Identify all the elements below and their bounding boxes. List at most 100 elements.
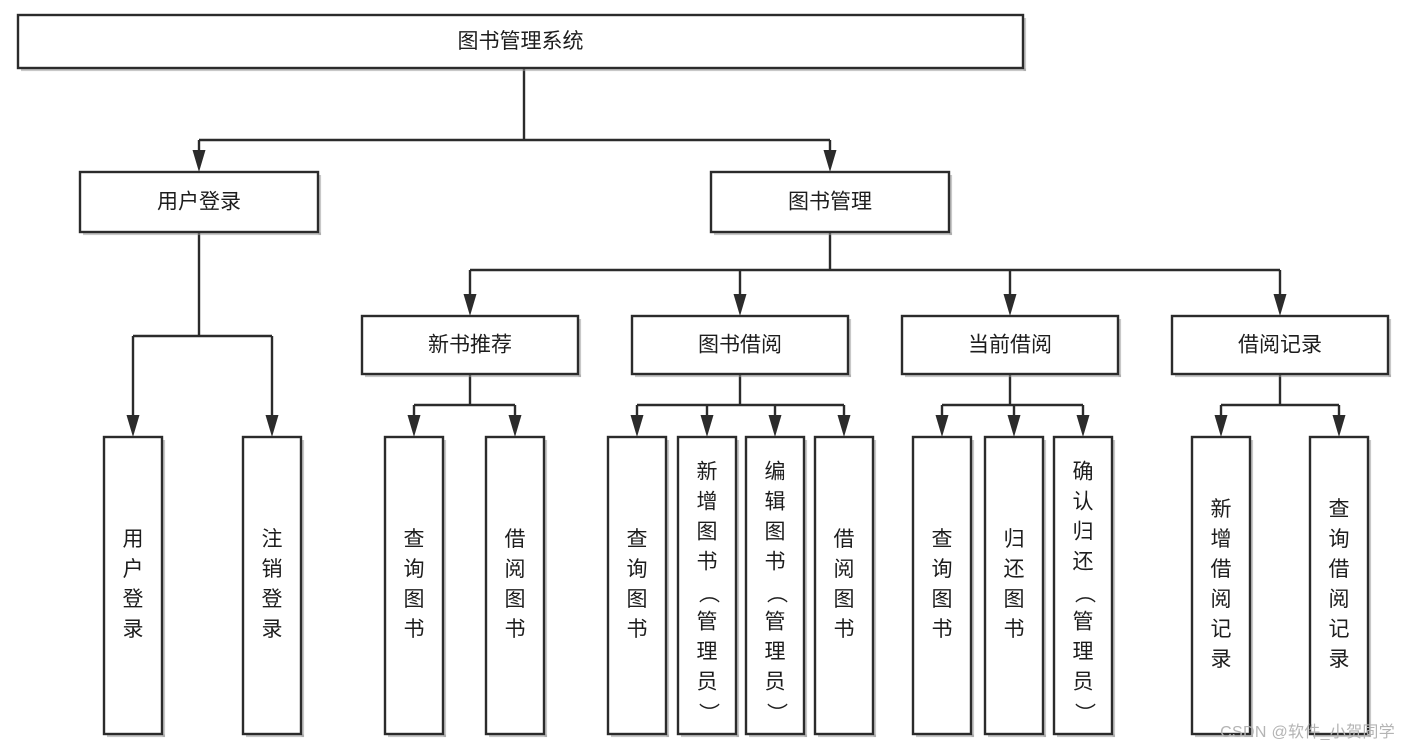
node-label-char: ） (764, 703, 787, 724)
node-label-char: 查 (1329, 498, 1350, 521)
node-label-char: 注 (262, 528, 283, 551)
arrow-head-icon (1007, 415, 1021, 437)
node-label-char: 户 (123, 558, 144, 581)
node-rect[interactable] (813, 435, 875, 736)
node-label-char: 员 (765, 671, 786, 694)
node-label-char: 记 (1211, 618, 1232, 641)
node-label-char: 阅 (1211, 588, 1232, 611)
node-label-char: 图 (932, 588, 953, 611)
node-label-char: 新 (1211, 498, 1232, 521)
node-label-char: 辑 (765, 491, 786, 514)
node-label-char: 询 (932, 558, 953, 581)
connector-newbook-to-leaves (407, 374, 522, 437)
arrow-head-icon (1214, 415, 1228, 437)
node-shadow (988, 734, 1046, 738)
node-label-char: 理 (765, 641, 786, 664)
node-label-char: 书 (932, 618, 953, 641)
connector-bookmgmt-to-level3 (463, 232, 1287, 316)
csdn-watermark: CSDN @软件_小贺同学 (1220, 724, 1395, 741)
node-rect[interactable] (744, 435, 806, 736)
arrow-head-icon (265, 415, 279, 437)
node-label-char: 书 (1004, 618, 1025, 641)
node-shadow (1057, 734, 1115, 738)
node-shadow (635, 374, 851, 378)
node-rect[interactable] (630, 314, 850, 376)
node-label-char: 管 (1073, 611, 1094, 634)
arrow-head-icon (700, 415, 714, 437)
node-label-char: 阅 (1329, 588, 1350, 611)
node-login[interactable]: 用户登录 (78, 170, 322, 236)
node-rect[interactable] (78, 170, 320, 234)
node-shadow (916, 734, 974, 738)
node-shadow (818, 734, 876, 738)
node-shadow (1118, 319, 1122, 377)
node-shadow (489, 734, 547, 738)
node-label-char: 录 (1211, 648, 1232, 671)
node-label-char: 登 (123, 588, 144, 611)
node-rect[interactable] (241, 435, 303, 736)
node-label-char: 图 (404, 588, 425, 611)
arrow-head-icon (935, 415, 949, 437)
node-rect[interactable] (16, 13, 1025, 70)
node-rect[interactable] (983, 435, 1045, 736)
node-rect[interactable] (606, 435, 668, 736)
node-label-char: 员 (697, 671, 718, 694)
node-label-char: 询 (1329, 528, 1350, 551)
node-rect[interactable] (1190, 435, 1252, 736)
node-label-char: 登 (262, 588, 283, 611)
node-shadow (971, 440, 975, 737)
node-label-char: 增 (1211, 528, 1232, 551)
node-label-char: 书 (697, 551, 718, 574)
node-rect[interactable] (1170, 314, 1390, 376)
node-label-char: 图 (765, 521, 786, 544)
node-rect[interactable] (360, 314, 580, 376)
node-leaf-user-login[interactable]: 用户登录 (102, 435, 166, 738)
node-label-char: 阅 (834, 558, 855, 581)
node-rect[interactable] (484, 435, 546, 736)
node-label-char: 查 (627, 528, 648, 551)
node-borrow[interactable]: 图书借阅 (630, 314, 852, 378)
node-rect[interactable] (1052, 435, 1114, 736)
node-rect[interactable] (383, 435, 445, 736)
node-label-char: 理 (1073, 641, 1094, 664)
node-label-char: 录 (1329, 648, 1350, 671)
node-shadow (611, 734, 669, 738)
node-rect[interactable] (676, 435, 738, 736)
node-newbook[interactable]: 新书推荐 (360, 314, 582, 378)
arrow-head-icon (1332, 415, 1346, 437)
node-shadow (804, 440, 808, 737)
connector-root-to-level2 (192, 68, 837, 172)
node-rect[interactable] (709, 170, 951, 234)
arrow-head-icon (126, 415, 140, 437)
node-current[interactable]: 当前借阅 (900, 314, 1122, 378)
node-bookmgmt[interactable]: 图书管理 (709, 170, 953, 236)
arrow-head-icon (823, 150, 837, 172)
node-label: 图书借阅 (698, 334, 782, 357)
node-root[interactable]: 图书管理系统 (16, 13, 1027, 72)
node-label-char: 书 (627, 618, 648, 641)
node-rect[interactable] (1308, 435, 1370, 736)
node-shadow (318, 175, 322, 235)
node-shadow (1043, 440, 1047, 737)
node-record[interactable]: 借阅记录 (1170, 314, 1392, 378)
node-rect[interactable] (900, 314, 1120, 376)
node-rect[interactable] (911, 435, 973, 736)
node-rect[interactable] (102, 435, 164, 736)
arrow-head-icon (1273, 294, 1287, 316)
arrow-head-icon (630, 415, 644, 437)
node-label-char: 管 (697, 611, 718, 634)
